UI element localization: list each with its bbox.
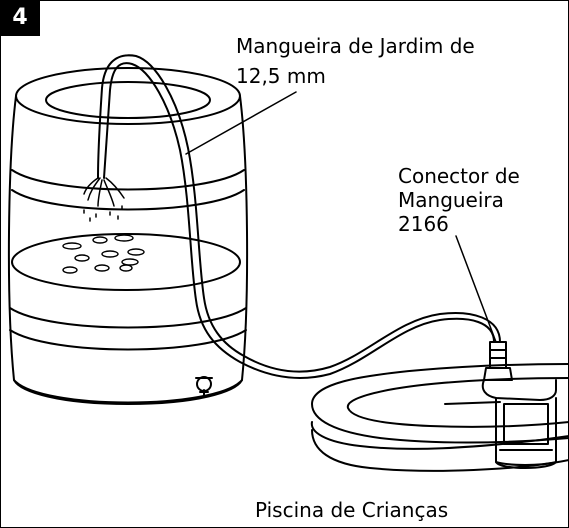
connector-label-line1: Conector de: [398, 164, 520, 188]
water-barrel: [7, 67, 249, 405]
connector-label-line3: 2166: [398, 212, 449, 236]
submersible-pump: [481, 341, 557, 469]
garden-hose: [97, 54, 501, 379]
connector-label-line2: Mangueira: [398, 188, 504, 212]
paddling-pool: [310, 363, 569, 472]
leader-lines: [185, 91, 497, 343]
hose-leader: [185, 91, 297, 155]
step-number-badge: 4: [0, 0, 40, 36]
hose-label-line2: 12,5 mm: [236, 64, 326, 88]
connector-leader: [455, 235, 497, 343]
pool-label: Piscina de Crianças: [255, 498, 449, 522]
hose-label-line1: Mangueira de Jardim de: [236, 34, 475, 58]
